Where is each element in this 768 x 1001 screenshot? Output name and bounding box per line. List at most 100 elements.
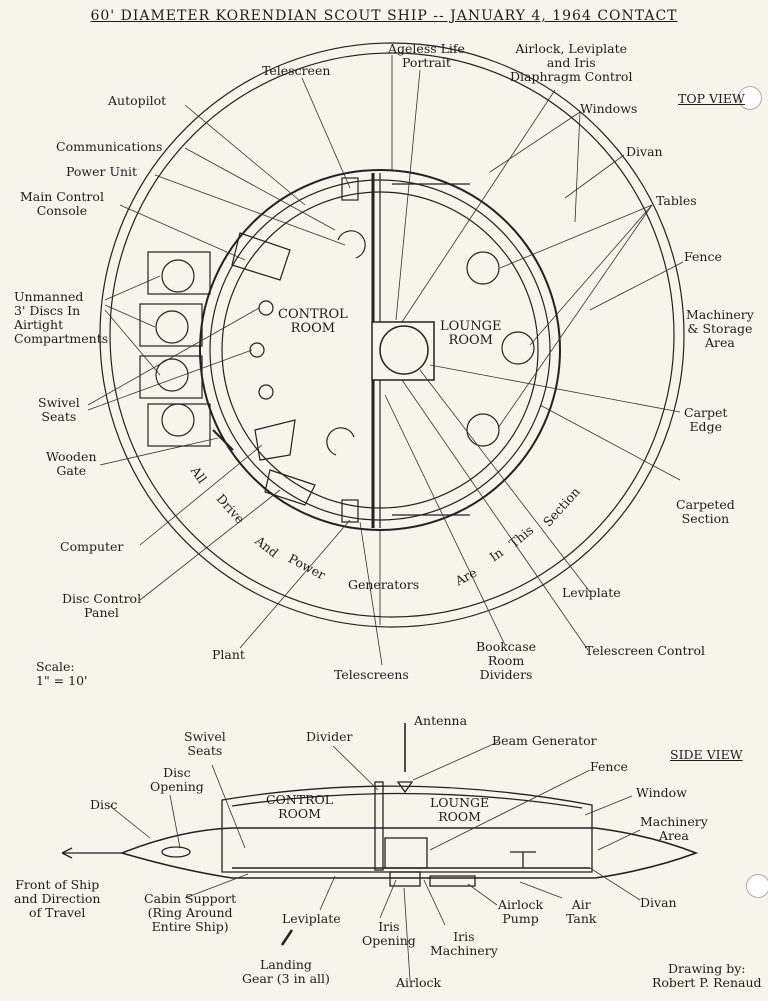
wooden-gate — [212, 429, 234, 451]
side-label-machinery-area: Machinery Area — [640, 814, 708, 843]
label-communications: Communications — [56, 139, 163, 154]
leader-telescreen-control — [401, 379, 589, 651]
computer — [254, 419, 296, 461]
side-airlock — [389, 871, 421, 887]
leader-tables-1 — [499, 204, 653, 269]
side-label-iris-opening: Iris Opening — [362, 919, 416, 948]
leader-autopilot — [184, 104, 306, 206]
label-telescreen-control: Telescreen Control — [585, 643, 706, 658]
side-leader-iris-opening — [379, 879, 397, 919]
top-view-heading: TOP VIEW — [678, 91, 745, 106]
leader-fence — [589, 261, 684, 311]
central-airlock-iris — [379, 325, 429, 375]
side-leader-beam — [412, 741, 499, 781]
side-label-swivel-seats: Swivel Seats — [184, 729, 226, 758]
label-computer: Computer — [60, 539, 124, 554]
arc-text-generators: Generators — [348, 577, 420, 592]
leader-tables-2 — [529, 204, 653, 346]
side-leader-fence — [429, 769, 591, 851]
label-airlock-control: Airlock, Leviplate and Iris Diaphragm Co… — [510, 41, 633, 84]
side-leader-disc — [109, 805, 151, 839]
leader-unmanned-3 — [104, 309, 161, 376]
leader-main-console — [119, 204, 246, 261]
side-disc-opening — [161, 846, 191, 858]
label-telescreen: Telescreen — [262, 63, 331, 78]
side-label-beam-generator: Beam Generator — [492, 733, 597, 748]
label-windows: Windows — [580, 101, 638, 116]
side-leader-divider — [332, 745, 379, 791]
side-label-cabin-support: Cabin Support (Ring Around Entire Ship) — [144, 891, 237, 934]
telescreen-bottom — [341, 499, 359, 523]
side-air-tank — [429, 875, 476, 887]
leader-plant — [239, 519, 351, 649]
label-unmanned-discs: Unmanned 3' Discs In Airtight Compartmen… — [14, 289, 109, 346]
punch-hole-top — [738, 86, 762, 110]
disc-3 — [155, 358, 189, 392]
table-3 — [466, 413, 500, 447]
side-label-disc-opening: Disc Opening — [150, 765, 204, 794]
hull-inner-ring — [109, 52, 675, 618]
label-wooden-gate: Wooden Gate — [46, 449, 97, 478]
leader-communications — [184, 147, 336, 231]
label-autopilot: Autopilot — [108, 93, 167, 108]
side-leader-swivel — [211, 764, 246, 849]
leader-windows-1 — [489, 111, 581, 173]
punch-hole-bottom — [746, 874, 768, 898]
label-fence: Fence — [684, 249, 722, 264]
label-power-unit: Power Unit — [66, 164, 138, 179]
table-1 — [466, 251, 500, 285]
side-label-divan: Divan — [640, 895, 677, 910]
label-scale: Scale: 1" = 10' — [36, 659, 88, 688]
leader-carpeted — [539, 404, 681, 481]
side-label-landing-gear: Landing Gear (3 in all) — [242, 957, 330, 986]
swivel-seat-2 — [249, 342, 265, 358]
side-label-disc: Disc — [90, 797, 118, 812]
side-leader-air-tank — [519, 881, 563, 899]
side-dome — [221, 785, 593, 873]
side-label-front-of-ship: Front of Ship and Direction of Travel — [14, 877, 101, 920]
leader-swivel-1 — [87, 307, 260, 406]
side-label-iris-machinery: Iris Machinery — [430, 929, 498, 958]
side-hull-outline — [119, 827, 699, 879]
power-unit-bottom — [326, 427, 355, 456]
label-main-control-console: Main Control Console — [20, 189, 104, 218]
leader-unmanned-2 — [104, 304, 156, 328]
side-dome-inner — [231, 792, 583, 809]
front-arrow-head — [61, 847, 73, 859]
leader-computer — [139, 444, 263, 546]
leader-wooden-gate — [99, 437, 219, 466]
side-label-antenna: Antenna — [414, 713, 468, 728]
side-view-heading: SIDE VIEW — [670, 747, 743, 762]
leader-telescreens — [359, 521, 383, 666]
side-leader-lines — [109, 741, 641, 981]
disc-4 — [161, 403, 195, 437]
label-disc-control-panel: Disc Control Panel — [62, 591, 142, 620]
label-plant: Plant — [212, 647, 245, 662]
main-control-console — [231, 232, 291, 281]
side-lounge-room-label: LOUNGE ROOM — [430, 795, 490, 824]
top-view-drawing — [87, 42, 685, 666]
disc-compartment-1 — [147, 251, 211, 295]
side-leader-leviplate — [319, 875, 336, 911]
disc-control-panel — [264, 469, 316, 506]
label-tables: Tables — [656, 193, 697, 208]
side-leader-airlock — [403, 887, 411, 981]
label-swivel-seats: Swivel Seats — [38, 395, 80, 424]
side-leader-airlock-pump — [467, 883, 498, 906]
leader-unmanned-1 — [104, 275, 161, 301]
label-bookcase-dividers: Bookcase Room Dividers — [476, 639, 537, 682]
side-leader-window — [584, 795, 633, 816]
side-leader-machinery — [597, 829, 641, 851]
label-leviplate: Leviplate — [562, 585, 621, 600]
side-label-airlock-pump: Airlock Pump — [498, 897, 544, 926]
telescreen-top — [341, 177, 359, 201]
side-label-airlock: Airlock — [396, 975, 442, 990]
side-label-divider: Divider — [306, 729, 353, 744]
leader-windows-2 — [574, 111, 581, 223]
label-carpeted-section: Carpeted Section — [676, 497, 735, 526]
disc-compartment-3 — [139, 355, 203, 399]
label-ageless-portrait: Ageless Life Portrait — [388, 41, 465, 70]
side-leader-cabin-support — [184, 873, 249, 899]
